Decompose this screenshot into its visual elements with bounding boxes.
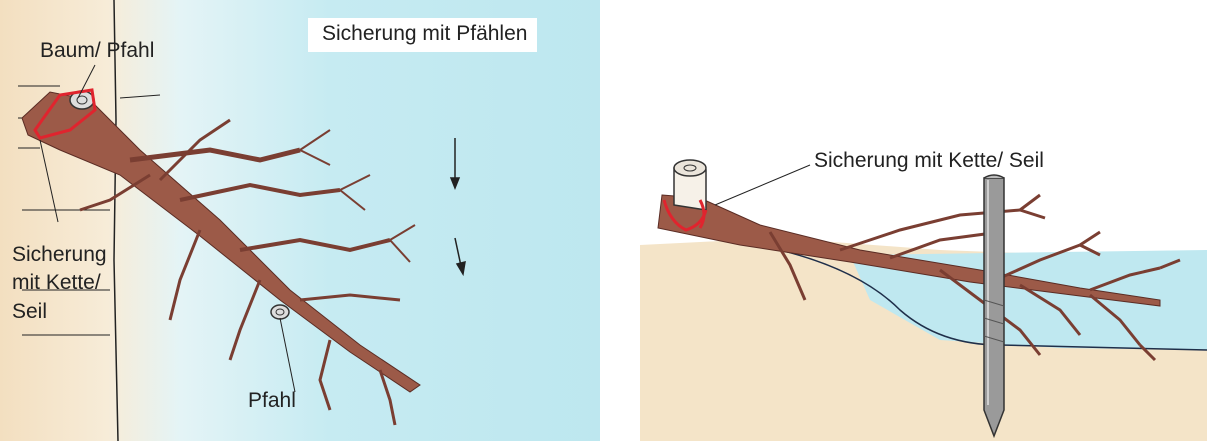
left-diagram-title: Sicherung mit Pfählen <box>308 18 537 52</box>
label-secure-line1: Sicherung <box>12 242 107 268</box>
label-post: Pfahl <box>248 388 296 414</box>
leader-line <box>715 165 810 205</box>
right-diagram-svg <box>640 0 1207 441</box>
left-diagram-panel: Sicherung mit Pfählen Baum/ Pfahl Sicher… <box>0 0 600 441</box>
label-secure-line2: mit Kette/ <box>12 270 101 296</box>
water-area <box>0 0 600 441</box>
stake-icon <box>984 175 1004 436</box>
left-diagram-svg <box>0 0 600 441</box>
right-diagram-panel: Sicherung mit Kette/ Seil <box>640 0 1207 441</box>
label-tree-post: Baum/ Pfahl <box>40 38 154 64</box>
label-secure: Sicherung mit Kette/ Seil <box>814 148 1044 174</box>
label-secure-line3: Seil <box>12 299 47 325</box>
post-top-icon <box>271 305 289 319</box>
